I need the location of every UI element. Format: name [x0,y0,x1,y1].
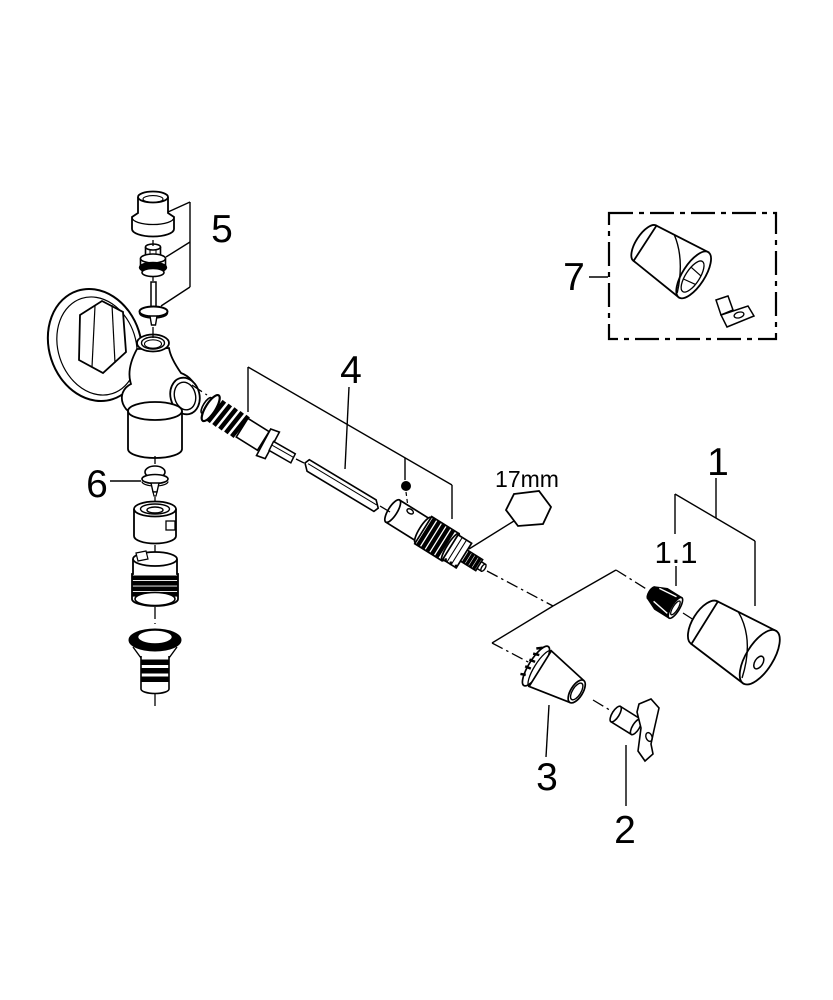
hose-union-nut [128,628,182,695]
part2-label: 2 [614,809,636,852]
part1-1-label: 1.1 [654,535,697,570]
detent-pin [401,458,411,508]
piston-spring-assembly [200,393,297,464]
wrench-size-label: 17mm [495,466,559,492]
check-valve-insert [133,500,177,545]
part1-label: 1 [707,441,729,484]
part7-label: 7 [563,256,585,299]
axis-branch-lines [491,569,617,644]
part5-leader [160,201,191,307]
hex-size-symbol [468,490,553,550]
headwork-screw [138,243,168,278]
cone-cap [520,645,587,704]
shutoff-cap [131,190,175,238]
part5-label: 5 [211,208,233,251]
part3-leader [545,704,550,758]
part3-label: 3 [536,756,558,799]
adapter-bush [646,586,684,620]
spindle-stem [138,281,169,326]
outlet-sleeve [127,401,183,459]
mounting-hex-nut [78,299,127,375]
covering-handle [630,224,756,328]
handle-knob [687,599,781,686]
part6-label: 6 [86,463,108,506]
part7-frame [589,211,778,341]
threaded-adapter [131,550,179,607]
center-lines [152,240,698,713]
poppet-valve [141,465,169,497]
headwork-cartridge [383,498,487,573]
spindle-rod [304,458,380,513]
part4-leader [247,366,453,519]
t-key [609,698,660,763]
part4-label: 4 [340,349,362,392]
part1-leader [674,478,756,606]
